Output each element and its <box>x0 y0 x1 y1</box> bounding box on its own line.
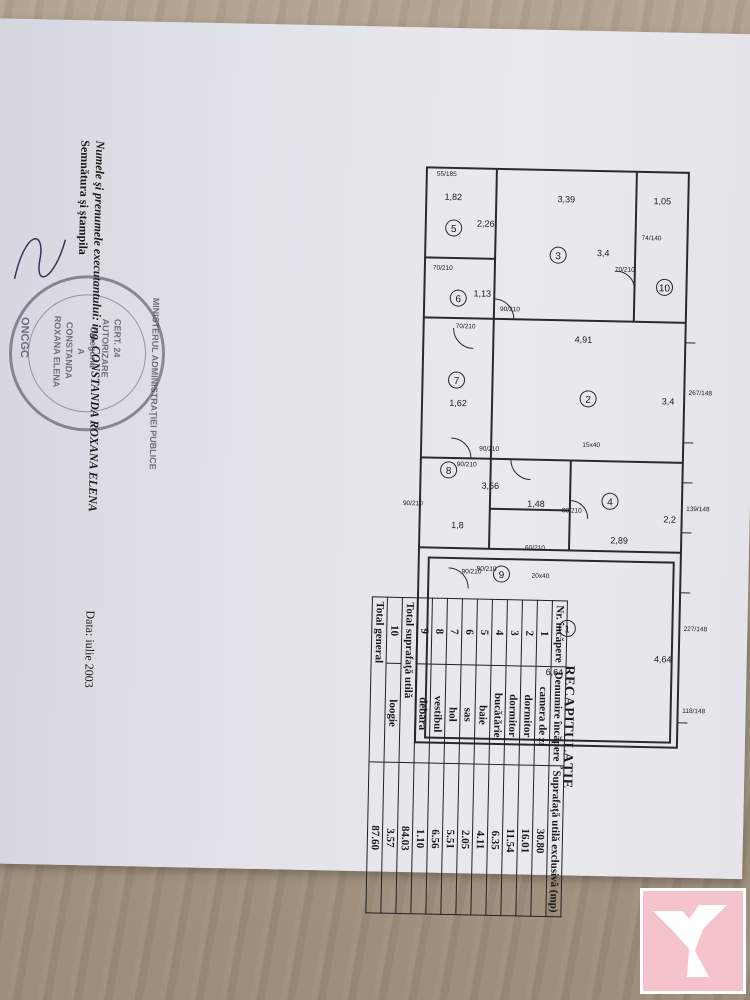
dim-r8-side: 1,48 <box>527 499 545 509</box>
dim-r3-height: 3,4 <box>597 248 610 258</box>
recap-table-wrap: Nr. încăpere Denumire încăpere Suprafaţă… <box>365 596 568 918</box>
opening-d9: 60/210 <box>525 545 545 552</box>
stamp-line6: ROXANA ELENA <box>51 315 63 388</box>
dim-r1-height: 4,64 <box>654 654 672 664</box>
recap-header-area: Suprafaţă utilă exclusivă (mp) <box>545 765 564 918</box>
room-number-7: 7 <box>454 376 460 387</box>
opening-d2: 90/210 <box>457 461 477 468</box>
opening-d10a: 74/140 <box>642 235 662 242</box>
stamp-line3: Categoria <box>87 326 99 369</box>
document-sheet: 5 3 10 6 2 7 8 4 9 1 1,82 2,26 3,39 3,4 … <box>0 18 750 918</box>
recap-header-name: Denumire încăpere <box>548 667 567 767</box>
dim-r4-width: 2,89 <box>610 535 628 545</box>
opening-top: 55/185 <box>437 171 457 178</box>
dim-r5-width: 1,82 <box>444 192 462 202</box>
floor-plan: 5 3 10 6 2 7 8 4 9 1 1,82 2,26 3,39 3,4 … <box>403 166 712 749</box>
room-number-6: 6 <box>455 294 461 305</box>
opening-v1: 15x40 <box>582 442 600 449</box>
opening-d10b: 70/210 <box>615 266 635 273</box>
room-number-10: 10 <box>659 283 671 294</box>
room-number-2: 2 <box>585 395 591 406</box>
stamp-line2: AUTORIZARE <box>99 318 111 378</box>
outer-wall <box>413 166 690 749</box>
room-number-1: 1 <box>564 624 570 635</box>
dim-r7-width: 1,62 <box>449 398 467 408</box>
dim-r6-height: 1,13 <box>473 288 491 298</box>
dim-r5-height: 2,26 <box>477 218 495 228</box>
dim-r2-width: 4,91 <box>575 335 593 345</box>
dim-r4-height: 2,2 <box>663 514 676 524</box>
opening-w1a: 227/148 <box>684 626 708 633</box>
room-number-9: 9 <box>499 570 505 581</box>
stamp-line4: A <box>75 348 87 355</box>
opening-w2: 267/148 <box>688 390 712 397</box>
watermark-logo-icon <box>640 888 746 994</box>
handwritten-signature <box>13 238 67 279</box>
opening-w4: 139/148 <box>686 506 710 513</box>
stamp-org: ONCGC <box>17 316 31 359</box>
opening-d1: 90/210 <box>477 566 497 573</box>
room-number-8: 8 <box>446 466 452 477</box>
stamp-line5: CONSTANDA <box>63 321 75 379</box>
dim-r10-width: 1,05 <box>653 196 671 206</box>
opening-d7: 90/210 <box>479 446 499 453</box>
opening-d4: 80/210 <box>562 507 582 514</box>
opening-v2: 20x40 <box>531 573 549 580</box>
signature-line: Semnătura şi ştampila <box>76 140 93 256</box>
opening-d3: 90/210 <box>500 306 520 313</box>
room-number-4: 4 <box>607 497 613 508</box>
room-number-3: 3 <box>555 251 561 262</box>
room-number-5: 5 <box>451 224 457 235</box>
opening-w1b: 118/148 <box>682 708 706 715</box>
date-line: Data: iulie 2003 <box>81 610 98 688</box>
opening-d6: 70/210 <box>433 265 453 272</box>
dim-r8-width: 3,56 <box>481 481 499 491</box>
recap-table: Nr. încăpere Denumire încăpere Suprafaţă… <box>365 596 568 918</box>
dim-r1-width: 6,64 <box>546 667 564 677</box>
opening-d8b: 90/210 <box>461 568 481 575</box>
stamp-line1: CERT. 24 <box>111 318 123 358</box>
dim-r3-width: 3,39 <box>557 194 575 204</box>
dim-r2-height: 3,4 <box>662 396 675 406</box>
opening-d8a: 90/210 <box>403 500 423 507</box>
dim-r8-height: 1,8 <box>451 520 464 530</box>
opening-d5: 70/210 <box>456 323 476 330</box>
recap-header-nr: Nr. încăpere <box>551 600 568 668</box>
